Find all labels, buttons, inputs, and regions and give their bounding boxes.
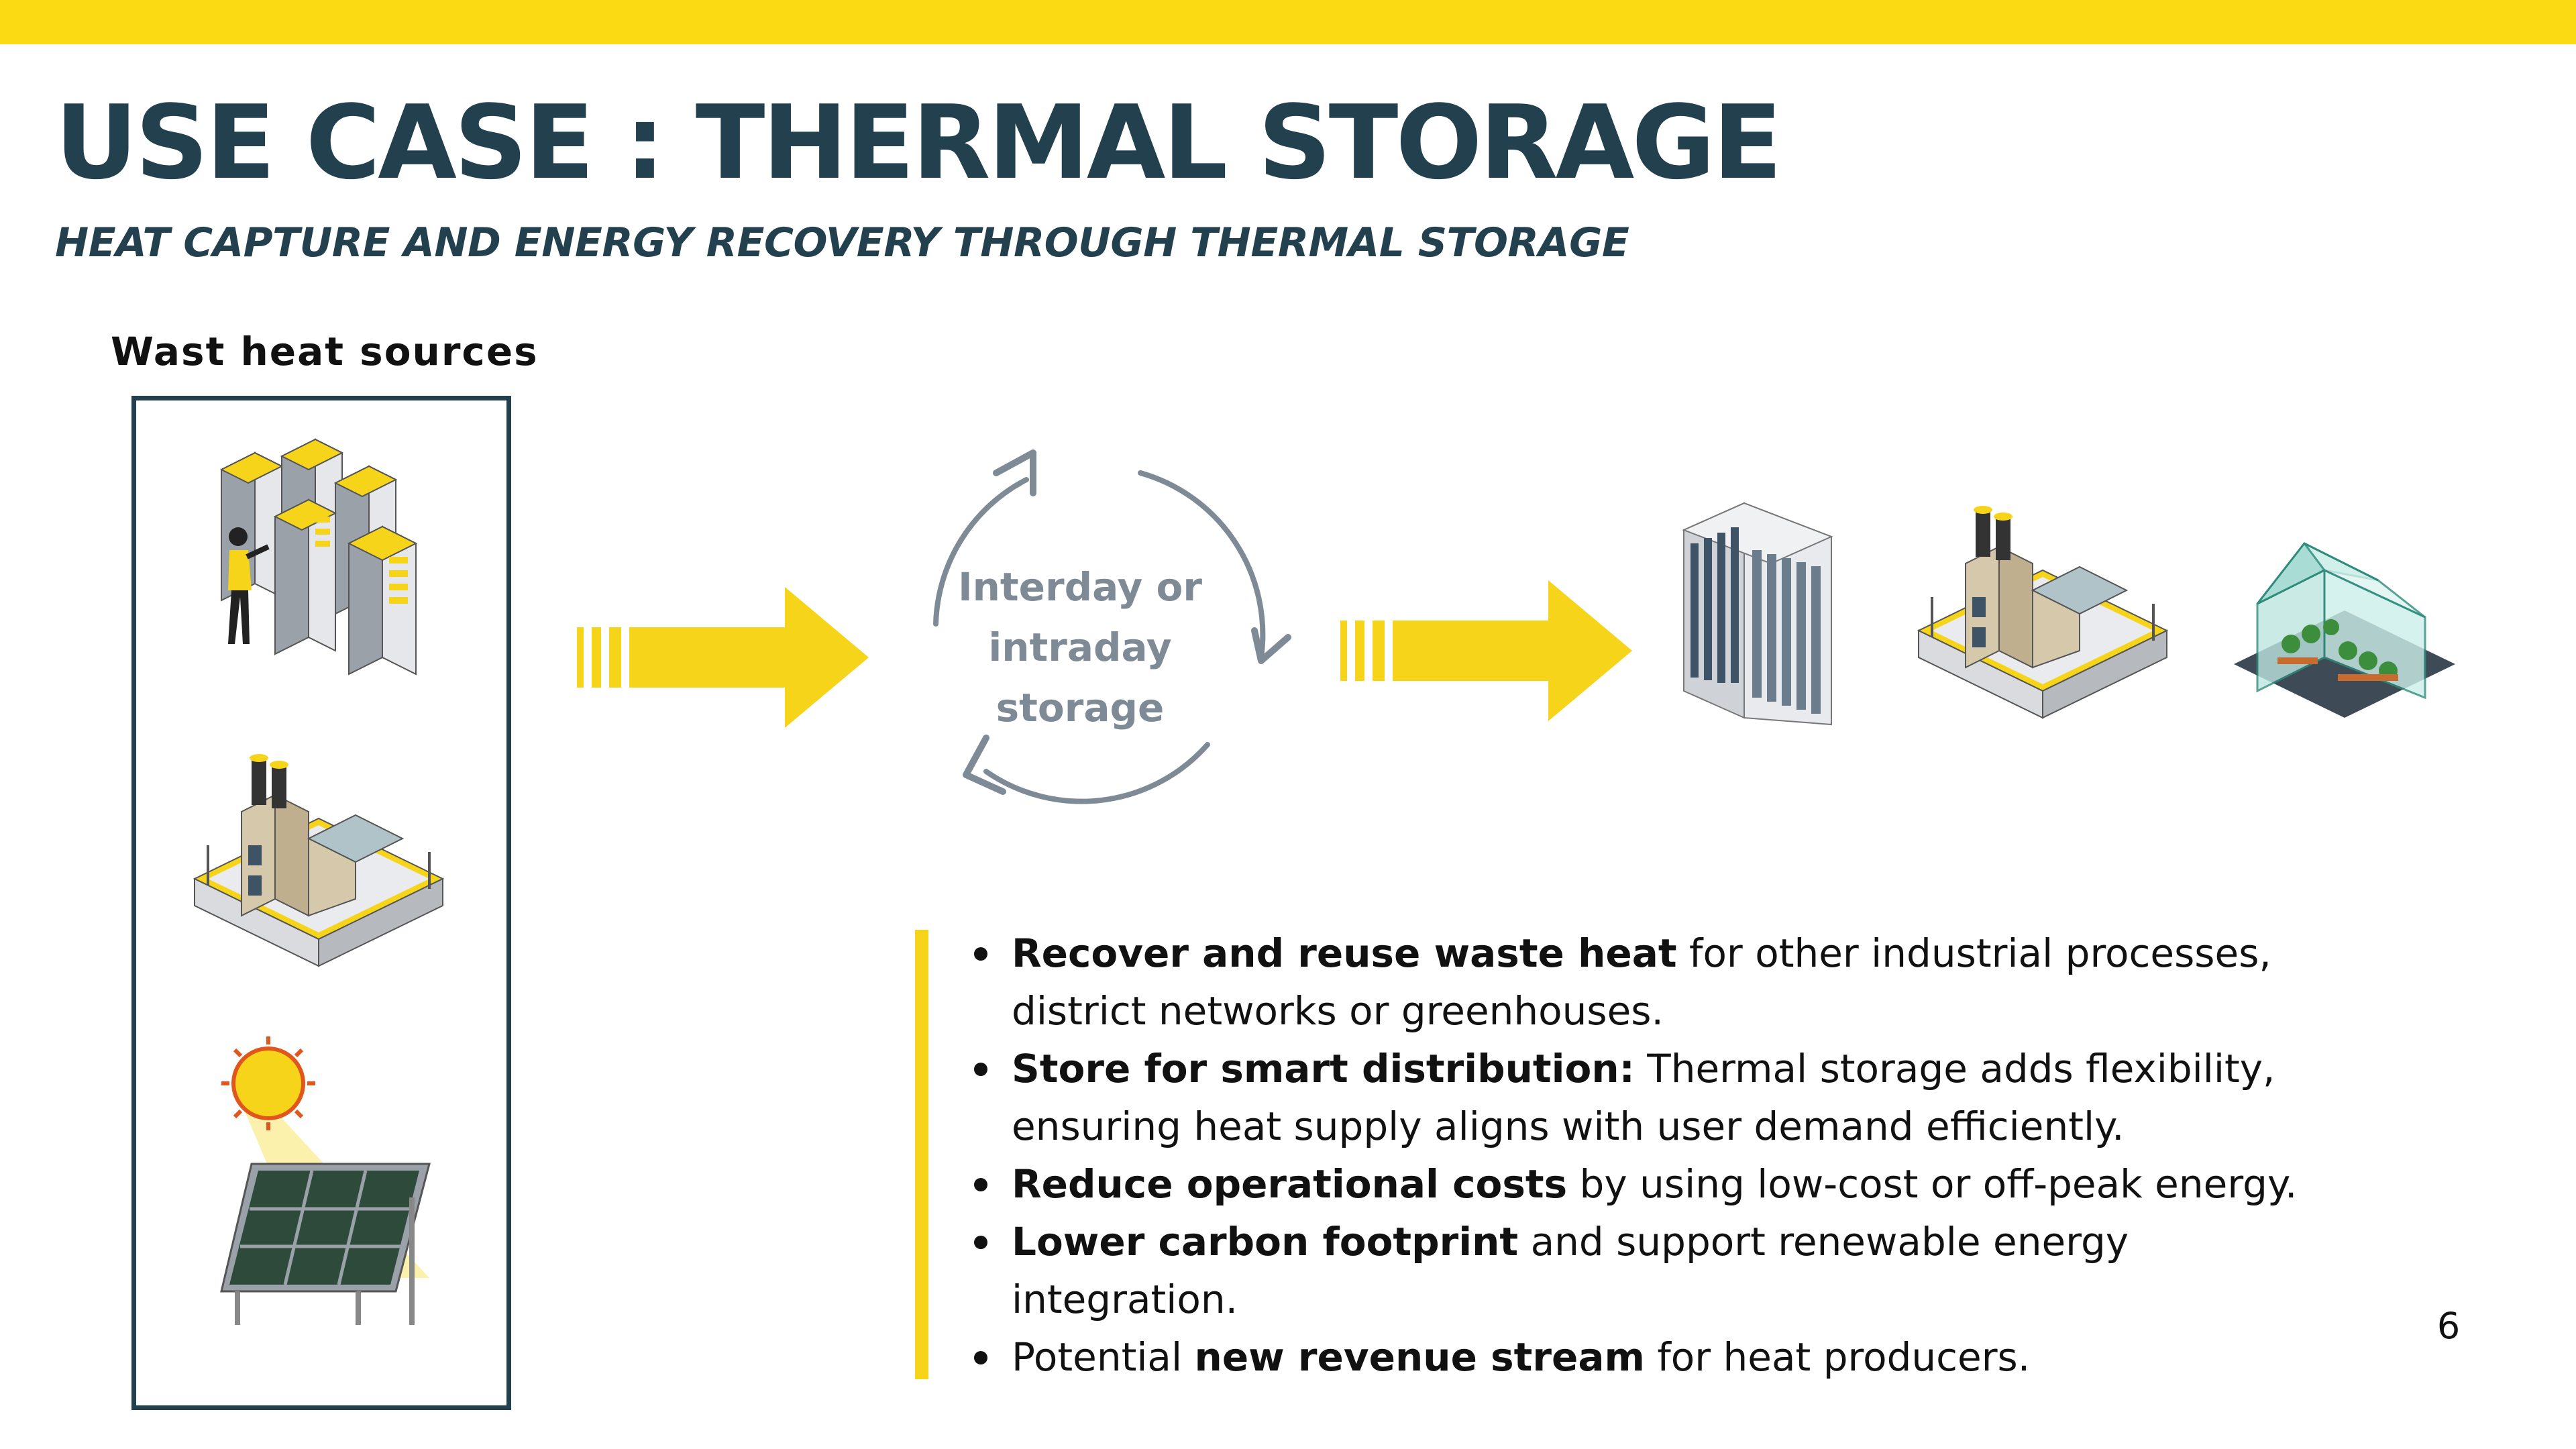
sources-label: Wast heat sources (111, 329, 539, 374)
list-item: Recover and reuse waste heat for other i… (974, 924, 2343, 1040)
benefits-list: Recover and reuse waste heat for other i… (974, 924, 2343, 1386)
storage-cycle-label: Interday or intraday storage (939, 557, 1221, 738)
factory-icon (193, 754, 445, 967)
flow-arrow-right (1340, 580, 1632, 721)
page-number: 6 (2436, 1305, 2461, 1347)
office-building-icon (1682, 502, 1833, 726)
page-subtitle: HEAT CAPTURE AND ENERGY RECOVERY THROUGH… (55, 219, 1629, 266)
cycle-line-3: storage (996, 685, 1165, 731)
factory-icon-consumer (1917, 506, 2169, 719)
cycle-arrows-icon (933, 449, 1291, 804)
top-accent-bar (0, 0, 2576, 44)
sources-box (131, 396, 511, 1410)
list-item: Lower carbon footprint and support renew… (974, 1213, 2343, 1328)
cycle-line-2: intraday (988, 625, 1172, 670)
list-item: Potential new revenue stream for heat pr… (974, 1328, 2343, 1386)
greenhouse-icon (2234, 542, 2455, 718)
list-item: Reduce operational costs by using low-co… (974, 1155, 2343, 1213)
list-item: Store for smart distribution: Thermal st… (974, 1040, 2343, 1155)
page-title: USE CASE : THERMAL STORAGE (55, 83, 1782, 202)
bullets-accent-line (915, 930, 928, 1379)
cycle-line-1: Interday or (958, 564, 1202, 610)
solar-panel-icon (220, 1036, 431, 1325)
flow-arrow-left (577, 587, 869, 728)
data-center-icon (219, 438, 418, 676)
